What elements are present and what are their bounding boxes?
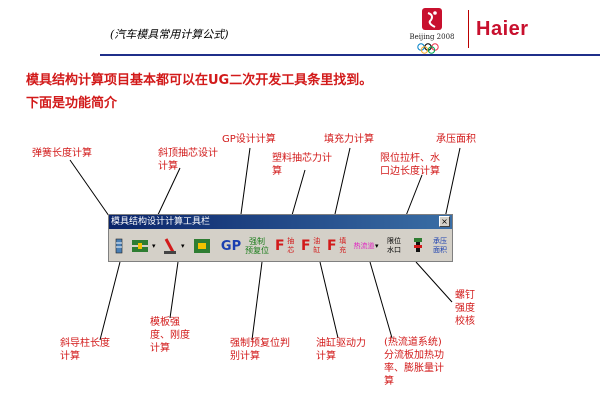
headline-line-2: 下面是功能简介 bbox=[26, 96, 118, 111]
beijing-2008-logo: Beijing 2008 bbox=[410, 8, 455, 54]
cylinder-label: 油缸 bbox=[313, 237, 321, 254]
screw-icon bbox=[414, 238, 422, 252]
f-force-icon: F bbox=[327, 237, 337, 254]
headline-line-1: 模具结构计算项目基本都可以在UG二次开发工具条里找到。 bbox=[26, 73, 373, 88]
label-limit-rod: 限位拉杆、水 口边长度计算 bbox=[380, 153, 440, 177]
label-lifter: 斜顶抽芯设计 计算 bbox=[158, 148, 218, 172]
olympic-text: Beijing 2008 bbox=[410, 33, 455, 41]
document-title: (汽车模具常用计算公式) bbox=[110, 28, 229, 41]
label-hot-runner: (热流道系统) 分流板加热功 率、膨胀量计 算 bbox=[384, 337, 444, 387]
gp-button[interactable]: GP bbox=[220, 238, 242, 254]
label-plate: 模板强 度、刚度 计算 bbox=[150, 317, 190, 354]
lifter-button[interactable] bbox=[161, 234, 179, 258]
f-force-icon: F bbox=[275, 237, 285, 254]
label-guide-pin: 斜导柱长度 计算 bbox=[60, 338, 110, 362]
fill-label: 填充 bbox=[339, 237, 347, 254]
force-reset-button[interactable]: 强制 预复位 bbox=[245, 237, 269, 255]
haier-logo: Haier bbox=[476, 18, 529, 40]
spring-button[interactable] bbox=[111, 234, 127, 258]
label-gp-calc: GP设计计算 bbox=[222, 134, 276, 145]
pressure-area-button[interactable]: 承压 面积 bbox=[433, 237, 447, 254]
core-pull-label: 抽芯 bbox=[287, 237, 295, 254]
screw-button[interactable] bbox=[409, 234, 427, 258]
lifter-icon bbox=[164, 238, 176, 254]
label-cylinder-force: 油缸驱动力 计算 bbox=[316, 338, 366, 362]
label-plastic-core: 塑料抽芯力计 算 bbox=[272, 153, 332, 177]
toolbar-title: 模具结构设计计算工具栏 bbox=[111, 217, 211, 227]
chevron-down-icon[interactable]: ▾ bbox=[181, 242, 185, 250]
label-force-reset: 强制预复位判 别计算 bbox=[230, 338, 290, 362]
mold-block-icon bbox=[132, 240, 148, 252]
guide-pin-button[interactable] bbox=[129, 234, 151, 258]
close-button[interactable]: × bbox=[439, 216, 450, 227]
chevron-down-icon[interactable]: ▾ bbox=[375, 242, 379, 250]
spring-icon bbox=[115, 238, 123, 254]
f-force-icon: F bbox=[301, 237, 311, 254]
plate-icon bbox=[194, 239, 210, 253]
label-spring: 弹簧长度计算 bbox=[32, 148, 92, 159]
toolbar-title-bar[interactable]: 模具结构设计计算工具栏 × bbox=[109, 215, 452, 229]
logo-separator bbox=[468, 10, 469, 48]
water-button[interactable]: 限位 水口 bbox=[387, 237, 401, 254]
label-fill-force: 填充力计算 bbox=[324, 134, 374, 145]
label-pressure-area: 承压面积 bbox=[436, 134, 476, 145]
label-screw: 螺钉 强度 校核 bbox=[455, 290, 475, 327]
chevron-down-icon[interactable]: ▾ bbox=[152, 242, 156, 250]
hot-runner-button[interactable]: 热流道 bbox=[353, 241, 375, 250]
header-rule bbox=[100, 54, 600, 56]
plate-button[interactable] bbox=[191, 234, 213, 258]
